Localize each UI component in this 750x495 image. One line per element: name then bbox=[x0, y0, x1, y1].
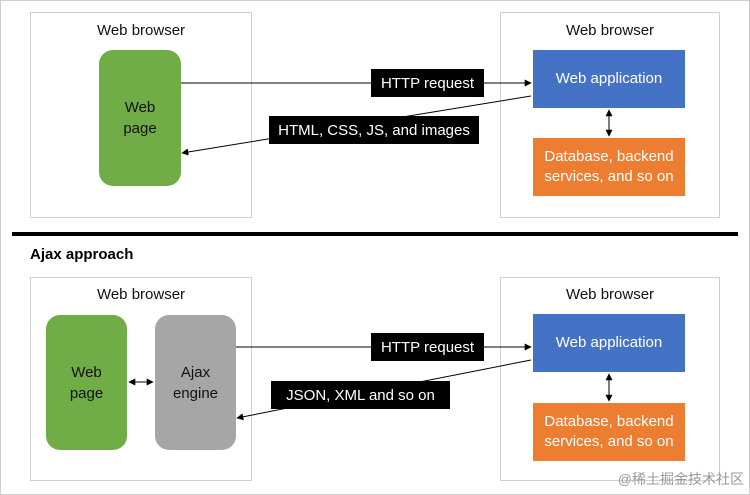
bottom-ajax-engine-node: Ajax engine bbox=[155, 315, 236, 450]
bottom-web-page-label: Web page bbox=[69, 363, 104, 402]
section-divider bbox=[12, 232, 738, 236]
top-web-application-node: Web application bbox=[533, 50, 685, 108]
top-client-browser-label: Web browser bbox=[96, 22, 186, 39]
bottom-database-label: Database, backend services, and so on bbox=[544, 413, 674, 450]
top-web-page-node: Web page bbox=[99, 50, 181, 186]
bottom-database-node: Database, backend services, and so on bbox=[533, 403, 685, 461]
bottom-response-tag: JSON, XML and so on bbox=[271, 381, 450, 409]
top-web-application-label: Web application bbox=[555, 70, 663, 87]
bottom-client-browser-label: Web browser bbox=[96, 286, 186, 303]
top-http-request-tag: HTTP request bbox=[371, 69, 484, 97]
top-server-browser-label: Web browser bbox=[565, 22, 655, 39]
top-web-page-label: Web page bbox=[123, 99, 157, 137]
bottom-web-application-node: Web application bbox=[533, 314, 685, 372]
bottom-web-application-label: Web application bbox=[555, 334, 663, 351]
bottom-web-page-node: Web page bbox=[46, 315, 127, 450]
bottom-ajax-engine-label: Ajax engine bbox=[172, 363, 219, 402]
ajax-approach-title: Ajax approach bbox=[30, 246, 134, 263]
bottom-http-request-tag: HTTP request bbox=[371, 333, 484, 361]
bottom-server-browser-label: Web browser bbox=[565, 286, 655, 303]
top-response-tag: HTML, CSS, JS, and images bbox=[269, 116, 479, 144]
watermark-text: @稀土掘金技术社区 bbox=[617, 471, 744, 487]
top-database-label: Database, backend services, and so on bbox=[544, 148, 674, 185]
top-database-node: Database, backend services, and so on bbox=[533, 138, 685, 196]
